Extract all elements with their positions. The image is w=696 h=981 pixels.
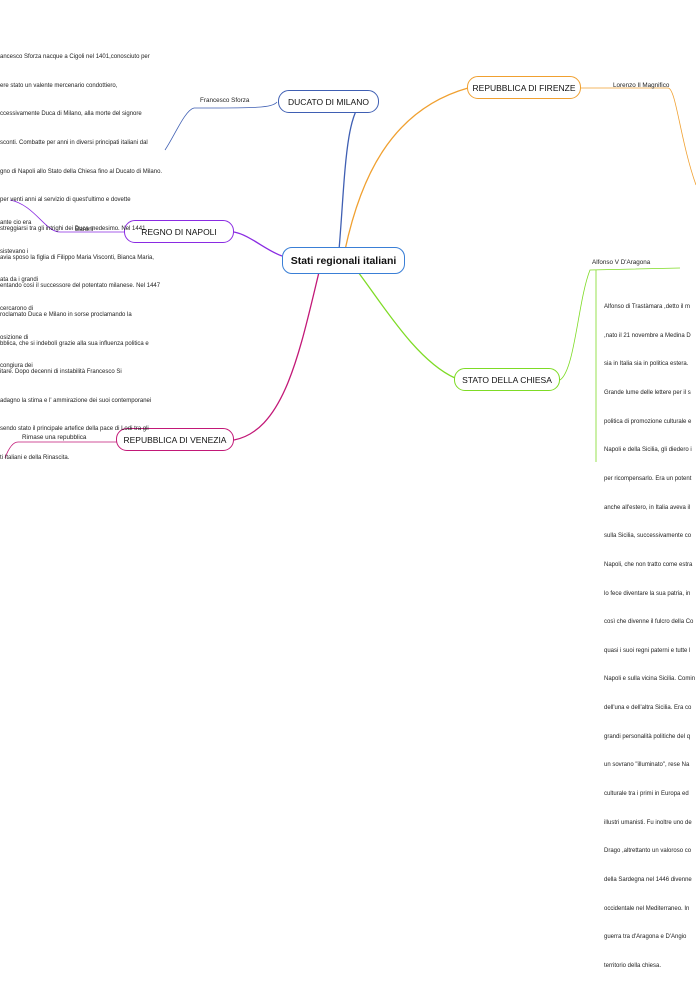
- note-line: grandi personalità politiche del q: [604, 733, 691, 740]
- connector-napoli: [233, 231, 283, 257]
- note-line: territorio della chiesa.: [604, 962, 662, 969]
- note-line: Grande lume delle lettere per il s: [604, 390, 691, 397]
- connector-milano: [338, 99, 366, 251]
- note-line: ancesco Sforza nacque a Cigoli nel 1401,…: [0, 54, 150, 61]
- connector-venezia-sub: [4, 441, 117, 459]
- note-line: Alfonso di Trastàmara ,detto il m: [604, 304, 691, 311]
- note-line: Napoli e sulla vicina Sicilia. Comin: [604, 676, 696, 683]
- note-line: un sovrano "illuminato", rese Na: [604, 762, 690, 769]
- note-line: per ricompensarlo. Era un potent: [604, 475, 692, 482]
- note-line: entando così il successore del potentato…: [0, 283, 161, 290]
- note-line: itare. Dopo decenni di instabilità Franc…: [0, 369, 122, 376]
- note-line: Napoli e della Sicilia, gli diedero i: [604, 447, 692, 454]
- topic-stato-della-chiesa[interactable]: STATO DELLA CHIESA: [454, 368, 560, 391]
- note-francesco-sforza: ancesco Sforza nacque a Cigoli nel 1401,…: [0, 34, 162, 473]
- note-line: sconti. Combatte per anni in diversi pri…: [0, 140, 148, 147]
- subtopic-lorenzo-il-magnifico[interactable]: Lorenzo Il Magnifico: [613, 82, 670, 89]
- note-line: ,nato il 21 novembre a Medina D: [604, 332, 691, 339]
- note-line: congiura dei: [0, 363, 33, 370]
- note-line: sia in Italia sia in politica estera.: [604, 361, 689, 368]
- topic-ducato-di-milano[interactable]: DUCATO DI MILANO: [278, 90, 379, 113]
- note-line: sistevano i: [0, 248, 29, 255]
- connector-firenze-sub: [580, 87, 696, 186]
- note-line: bblica, che si indebolì grazie alla sua …: [0, 340, 149, 347]
- note-line: ante cio era: [0, 220, 32, 227]
- note-line: streggiarsi tra gli intrighi dei Duca me…: [0, 225, 146, 232]
- connector-chiesa-sub: [559, 267, 681, 381]
- note-line: ere stato un valente mercenario condotti…: [0, 82, 118, 89]
- note-line: ata da i grandi: [0, 277, 39, 284]
- note-line: osizione di: [0, 334, 29, 341]
- connector-firenze: [344, 87, 469, 251]
- note-line: sulla Sicilia, successivamente co: [604, 533, 692, 540]
- note-line: della Sardegna nel 1446 divenne: [604, 876, 692, 883]
- connector-chiesa: [354, 267, 456, 379]
- note-baroni: ante cio era sistevano i ata da i grandi…: [0, 200, 38, 381]
- central-topic[interactable]: Stati regionali italiani: [282, 247, 405, 274]
- note-line: roclamato Duca e Milano in sorse proclam…: [0, 311, 132, 318]
- note-line: Drago ,altrettanto un valoroso co: [604, 848, 692, 855]
- subtopic-alfonso-v-d-aragona[interactable]: Alfonso V D'Aragona: [592, 259, 651, 266]
- connector-venezia: [233, 267, 321, 441]
- note-line: guerra tra d'Aragona e D'Angio: [604, 934, 687, 941]
- note-line: illustri umanisti. Fu inoltre uno de: [604, 819, 692, 826]
- note-line: così che divenne il fulcro della Co: [604, 619, 694, 626]
- note-line: gno di Napoli allo Stato della Chiesa fi…: [0, 168, 163, 175]
- note-line: politica di promozione culturale e: [604, 418, 692, 425]
- topic-regno-di-napoli[interactable]: REGNO DI NAPOLI: [124, 220, 234, 243]
- note-alfonso-v-d-aragona: Alfonso di Trastàmara ,detto il m ,nato …: [604, 284, 695, 981]
- note-line: sendo stato il principale artefice della…: [0, 426, 149, 433]
- note-line: cercarono di: [0, 306, 34, 313]
- note-line: per venti anni al servizio di quest'ulti…: [0, 197, 131, 204]
- note-line: ccessivamente Duca di Milano, alla morte…: [0, 111, 142, 118]
- connector-milano-sub: [164, 101, 278, 151]
- note-line: anche all'estero, in Italia aveva il: [604, 504, 691, 511]
- note-line: ti Italiani e della Rinascita.: [0, 455, 70, 462]
- note-line: adagno la stima e l' ammirazione dei suo…: [0, 397, 152, 404]
- note-line: quasi i suoi regni paterni e tutte l: [604, 647, 691, 654]
- note-line: culturale tra i primi in Europa ed: [604, 790, 689, 797]
- topic-repubblica-di-venezia[interactable]: REPUBBLICA DI VENEZIA: [116, 428, 234, 451]
- note-line: avia sposo la figlia di Filippo Maria Vi…: [0, 254, 154, 261]
- note-line: dell'una e dell'altra Sicilia. Era co: [604, 705, 692, 712]
- note-line: occidentale nel Mediterraneo. In: [604, 905, 690, 912]
- topic-repubblica-di-firenze[interactable]: REPUBBLICA DI FIRENZE: [467, 76, 581, 99]
- note-line: lo fece diventare la sua patria, in: [604, 590, 691, 597]
- connector-napoli-sub: [9, 199, 124, 233]
- subtopic-rimase-una-repubblica[interactable]: Rimase una repubblica: [22, 434, 87, 441]
- subtopic-baroni[interactable]: Baroni: [75, 226, 94, 233]
- connector-lines: [4, 87, 696, 462]
- subtopic-francesco-sforza[interactable]: Francesco Sforza: [200, 97, 250, 104]
- note-line: Napoli, che non tratto come estra: [604, 561, 693, 568]
